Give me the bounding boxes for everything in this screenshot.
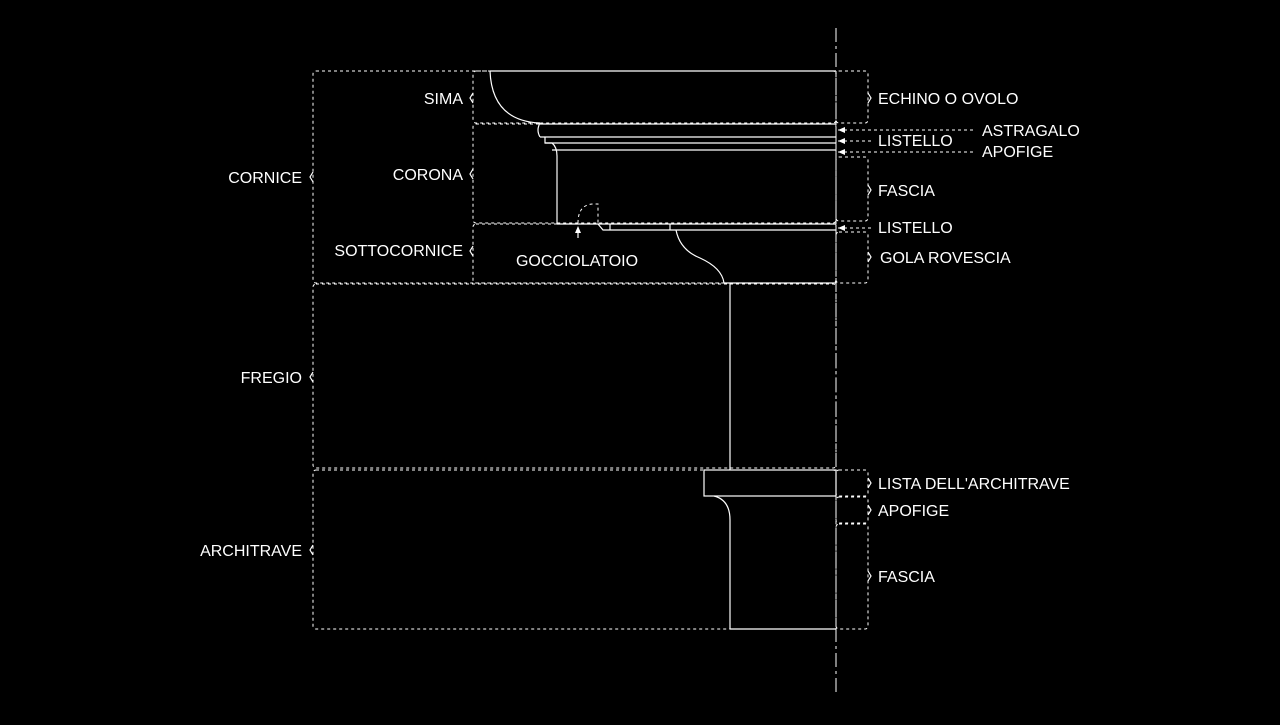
label-lista-architrave: LISTA DELL'ARCHITRAVE: [878, 476, 1070, 493]
brace-marks: [309, 92, 872, 582]
label-gola-rovescia: GOLA ROVESCIA: [880, 250, 1011, 267]
label-sottocornice: SOTTOCORNICE: [334, 243, 463, 260]
right-zone-boxes: [835, 70, 975, 630]
label-listello-1: LISTELLO: [878, 133, 953, 150]
label-echino: ECHINO O OVOLO: [878, 91, 1018, 108]
label-astragalo: ASTRAGALO: [982, 123, 1080, 140]
label-fascia-1: FASCIA: [878, 183, 935, 200]
label-listello-2: LISTELLO: [878, 220, 953, 237]
label-fregio: FREGIO: [241, 370, 302, 387]
entablature-profile: [489, 70, 837, 630]
label-apofige-1: APOFIGE: [982, 144, 1053, 161]
label-fascia-2: FASCIA: [878, 569, 935, 586]
label-architrave: ARCHITRAVE: [200, 543, 302, 560]
label-corona: CORONA: [393, 167, 464, 184]
label-cornice: CORNICE: [228, 170, 302, 187]
left-zone-boxes: [312, 70, 837, 630]
label-gocciolatoio: GOCCIOLATOIO: [516, 253, 638, 270]
label-sima: SIMA: [424, 91, 463, 108]
label-apofige-2: APOFIGE: [878, 503, 949, 520]
